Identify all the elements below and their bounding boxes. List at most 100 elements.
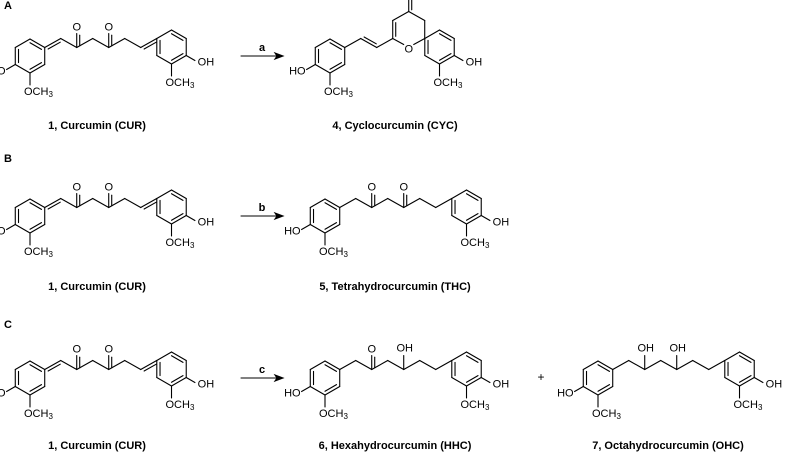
chain-bond [628,359,646,371]
methoxy-label: OCH3 [166,237,195,250]
ring-bond [29,222,43,230]
oh-bond [480,376,491,384]
carbonyl-o-label: O [367,181,376,193]
product-caption: 5, Tetrahydrocurcumin (THC) [319,281,471,293]
carbonyl-o-label: O [104,181,113,193]
ring-bond [324,222,338,230]
ring-bond [724,351,741,362]
reaction-arrowhead [273,373,285,383]
ring-bond [597,360,614,371]
oh-label: OH [493,378,510,390]
ring-bond [156,189,173,200]
ring-bond [329,42,343,50]
ring-bond [738,351,755,362]
ring-bond [451,351,468,362]
ring-bond [309,198,326,209]
ring-bond [170,351,187,362]
chain-bond [60,197,78,209]
chain-bond [419,197,437,209]
chain-bond [76,359,94,371]
chain-bond [612,359,630,371]
ring-bond [29,384,43,392]
reagent-label: a [259,42,266,54]
methoxy-label: OCH3 [592,408,621,421]
ring-bond [465,193,479,201]
alkene-bond [140,37,158,49]
chain-bond [339,359,357,371]
ring-bond [29,62,43,70]
chain-bond [387,197,405,209]
ring-bond [329,38,346,49]
ring-bond [156,29,173,40]
ring-bond [29,202,43,210]
chain-bond [435,359,453,371]
reactant-caption: 1, Curcumin (CUR) [48,281,146,293]
hydroxyl-label: OH [396,342,413,354]
oh-bond [6,223,16,231]
oh-label: OH [466,56,483,68]
methoxy-label: OCH3 [166,77,195,90]
oh-bond [301,385,311,393]
ring-bond [314,38,331,49]
oh-label: OH [493,216,510,228]
chain-bond [76,197,94,209]
oh-label: OH [198,378,215,390]
methoxy-label: OCH3 [24,86,53,99]
alkene-bond [143,201,157,210]
ring-bond [451,214,468,225]
ring-bond [14,360,31,371]
ring-bond [438,29,455,40]
methoxy-label: OCH3 [24,246,53,259]
oh-label: OH [198,216,215,228]
carbonyl-o-label: O [367,343,376,355]
ring-bond [465,189,482,200]
chain-bond [108,359,126,371]
reagent-label: b [259,202,266,214]
alkene-bond [44,359,62,371]
ring-bond [408,10,426,22]
methoxy-label: OCH3 [434,77,463,90]
chain-bond [376,37,394,49]
panel-letter: A [4,0,12,12]
methoxy-label: OCH3 [319,408,348,421]
reaction-arrowhead [273,211,285,221]
chain-bond [403,359,421,371]
ho-label: HO [284,225,301,237]
alkene-bond [47,41,61,50]
alkene-bond [47,363,61,372]
oh-bond [6,63,16,71]
oh-bond [185,54,196,62]
oh-bond [185,376,196,384]
chain-bond [371,359,389,371]
ring-bond [324,384,338,392]
ring-bond [424,29,441,40]
ring-bond [170,189,187,200]
ring-bond [329,62,343,70]
chain-bond [124,197,142,209]
ring-bond [170,193,184,201]
ring-bond [14,223,31,234]
ring-bond [465,355,479,363]
hydroxyl-label: OH [669,342,686,354]
atom-labels: HOOCH3OOOHOCH3HOOCH3OOOHOCH3HOOCH3OOOHOC… [0,21,782,421]
oh-bond [480,214,491,222]
ring-bond [438,53,452,61]
ring-bond [170,33,184,41]
chain-bond [124,37,142,49]
ring-bond [738,376,755,387]
ring-bond [392,37,405,46]
ring-bond [465,375,479,383]
oh-label: OH [198,56,215,68]
ring-bond [170,54,187,65]
ring-bond [170,355,184,363]
oh-bond [753,376,764,384]
ring-o-label: O [404,43,413,55]
oh-bond [453,54,464,62]
ho-label: HO [0,225,6,237]
chain-bond [419,359,437,371]
ring-bond [170,29,187,40]
methoxy-label: OCH3 [166,399,195,412]
alkene-bond [140,359,158,371]
alkene-bond [360,37,378,49]
